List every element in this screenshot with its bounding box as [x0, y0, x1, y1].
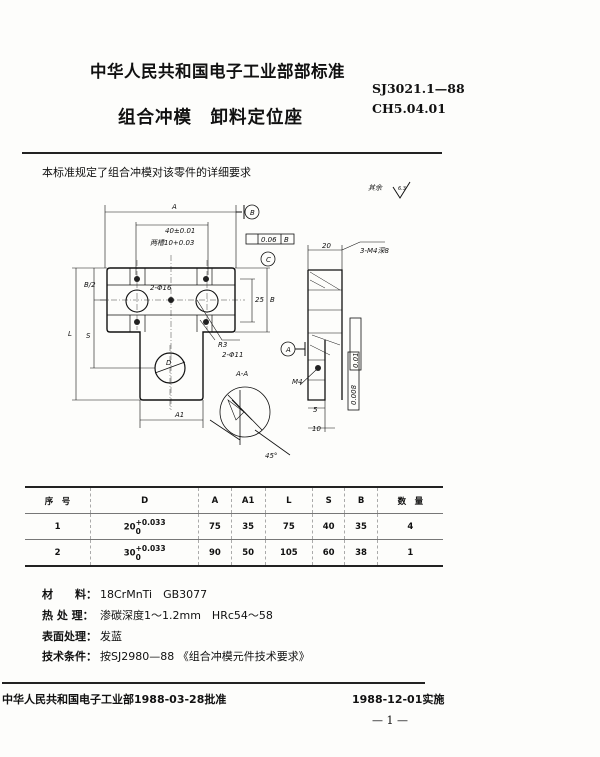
- groove-label: 两槽10+0.03: [150, 239, 194, 247]
- tol-c: 0.01: [352, 352, 360, 368]
- d-tol-lower: 0: [135, 526, 141, 536]
- col-S: S: [311, 487, 345, 514]
- cell-S: 40: [311, 513, 345, 540]
- angle-label: 45°: [265, 452, 277, 460]
- d-tol-upper: +0.033: [135, 517, 166, 527]
- tol-parallel: 0.008: [350, 384, 358, 405]
- dim-5: 5: [313, 406, 318, 414]
- note-label: 技术条件：: [42, 650, 97, 663]
- cell-L: 105: [264, 539, 313, 567]
- label-2-phi16: 2-Φ16: [150, 284, 172, 292]
- note-value: 按SJ2980—88 《组合冲模元件技术要求》: [100, 650, 310, 663]
- datum-B: B: [250, 209, 255, 217]
- cell-L: 75: [264, 513, 313, 540]
- note-label: 热 处 理：: [42, 609, 94, 622]
- section-label: A-A: [235, 370, 248, 378]
- footer-divider: [2, 682, 425, 684]
- issuing-organization: 中华人民共和国电子工业部部标准: [90, 62, 345, 81]
- thread-label: 3-M4深8: [360, 247, 389, 255]
- cell-B: 35: [344, 513, 378, 540]
- dim-B: B: [270, 296, 275, 304]
- label-r3: R3: [218, 341, 227, 349]
- tol-symmetry: 0.06: [261, 236, 277, 244]
- dim-A1: A1: [174, 411, 184, 419]
- datum-A: A: [285, 346, 291, 354]
- cell-qty: 1: [376, 539, 443, 567]
- approval-text: 中华人民共和国电子工业部1988-03-28批准: [2, 693, 227, 706]
- note-material: 材 料：18CrMnTi GB3077: [42, 586, 207, 602]
- front-view-outline: [106, 267, 236, 401]
- note-label: 材 料：: [42, 588, 97, 601]
- col-D: D: [90, 487, 199, 514]
- tol-symmetry-datum: B: [284, 236, 289, 244]
- side-view-outline: [307, 269, 343, 401]
- col-A: A: [198, 487, 232, 514]
- col-B: B: [344, 487, 378, 514]
- header-divider: [22, 152, 442, 154]
- note-value: 渗碳深度1～1.2mm HRc54～58: [100, 609, 273, 622]
- effective-date: 1988-12-01实施: [352, 693, 445, 706]
- datum-C: C: [266, 256, 271, 264]
- cell-B: 38: [344, 539, 378, 567]
- note-technical-conditions: 技术条件：按SJ2980—88 《组合冲模元件技术要求》: [42, 648, 310, 664]
- category-code: CH5.04.01: [372, 101, 446, 116]
- dim-10: 10: [312, 425, 321, 433]
- dim-40: 40±0.01: [165, 227, 195, 235]
- note-value: 18CrMnTi GB3077: [100, 588, 208, 601]
- col-A1: A1: [230, 487, 266, 514]
- note-surface-treatment: 表面处理：发蓝: [42, 628, 122, 644]
- table-header-row: 序 号 D A A1 L S B 数 量: [25, 487, 443, 514]
- cell-A1: 35: [230, 513, 266, 540]
- roughness-value: 6.3: [398, 186, 406, 192]
- label-2-phi11: 2-Φ11: [222, 351, 243, 359]
- roughness-rest: 其余: [368, 184, 383, 192]
- cell-S: 60: [311, 539, 345, 567]
- note-label: 表面处理：: [42, 630, 97, 643]
- dim-S: S: [86, 332, 91, 340]
- dim-A: A: [171, 203, 177, 211]
- technical-drawing: A 40±0.01 两槽10+0.03 A1 L S B/2 B 25 D 2-…: [68, 181, 411, 460]
- dim-20: 20: [322, 242, 331, 250]
- col-L: L: [264, 487, 313, 514]
- dim-D: D: [166, 359, 172, 367]
- col-qty: 数 量: [376, 487, 443, 514]
- intro-text: 本标准规定了组合冲模对该零件的详细要求: [42, 166, 251, 179]
- note-heat-treatment: 热 处 理： 渗碳深度1～1.2mm HRc54～58: [42, 607, 273, 623]
- cell-no: 1: [25, 513, 91, 540]
- dim-B-half: B/2: [84, 281, 96, 289]
- page-number: — 1 —: [372, 714, 408, 727]
- d-tol-upper: +0.033: [135, 543, 166, 553]
- cell-no: 2: [25, 539, 91, 567]
- cell-A: 75: [198, 513, 232, 540]
- dim-25: 25: [255, 296, 264, 304]
- d-tol-lower: 0: [135, 552, 141, 562]
- d-value: 30: [123, 548, 136, 558]
- section-view: [219, 386, 271, 438]
- dim-L: L: [68, 330, 72, 338]
- standard-code: SJ3021.1—88: [372, 81, 465, 96]
- cell-A1: 50: [230, 539, 266, 567]
- cell-A: 90: [198, 539, 232, 567]
- col-no: 序 号: [25, 487, 91, 514]
- screw-holes: [134, 276, 209, 325]
- cell-qty: 4: [376, 513, 443, 540]
- note-value: 发蓝: [100, 630, 122, 643]
- document-title: 组合冲模 卸料定位座: [118, 108, 303, 128]
- d-value: 20: [123, 522, 136, 532]
- m4-label: M4: [292, 378, 303, 386]
